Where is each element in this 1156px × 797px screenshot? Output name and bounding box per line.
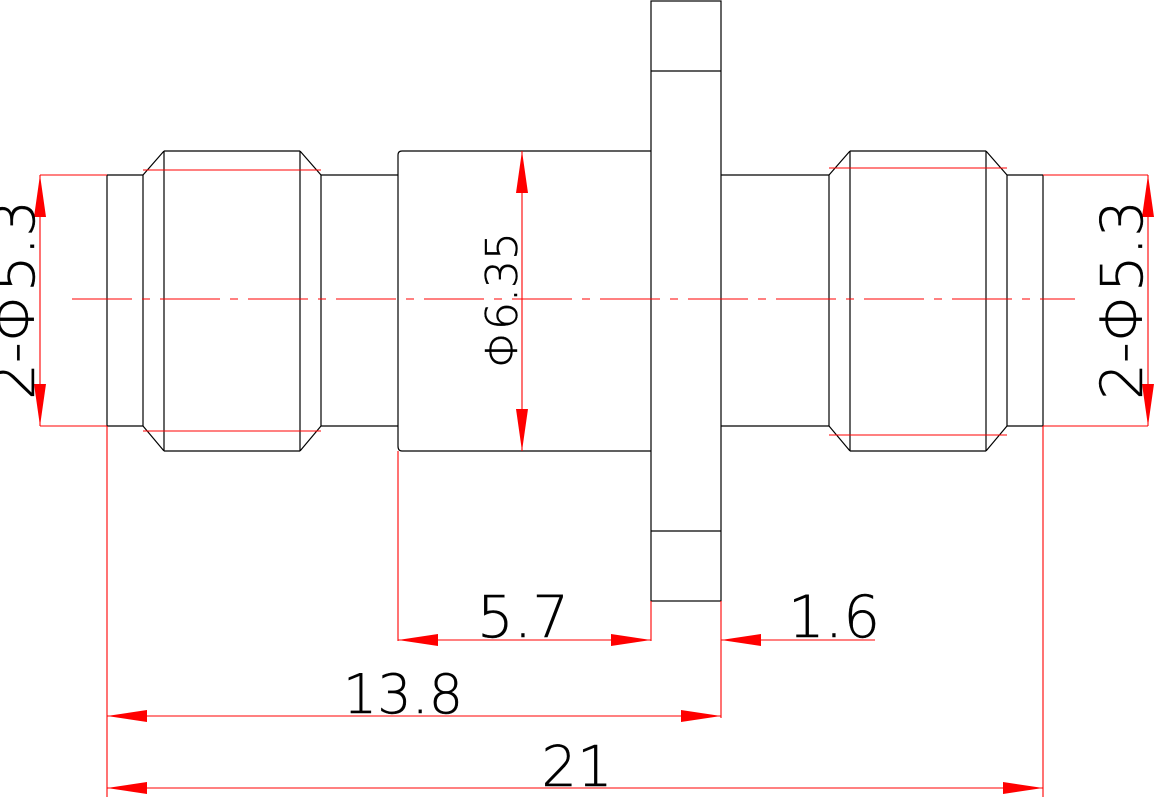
main-body [397,150,651,452]
right-diameter-label: 2-Φ5.3 [1088,200,1156,400]
left-diameter-label: 2-Φ5.3 [0,200,48,400]
flange [650,0,722,602]
right-end-collar [1006,174,1044,427]
left-hex-nut [142,150,322,452]
overall-length-label: 21 [541,735,612,797]
dimension-lines [39,151,1149,797]
left-to-flange-label: 13.8 [343,663,463,726]
right-hex-nut [828,150,1008,452]
flange-thickness-label: 1.6 [788,583,880,651]
left-neck [321,174,398,427]
dimension-labels: 2-Φ5.3 2-Φ5.3 Φ6.35 5.7 1.6 13.8 21 [0,200,1156,797]
body-diameter-label: Φ6.35 [477,232,528,368]
body-length-label: 5.7 [477,583,569,651]
left-end-collar [106,174,144,427]
part-outline [106,0,1044,602]
arrowheads [34,151,1154,794]
right-neck [721,174,829,427]
